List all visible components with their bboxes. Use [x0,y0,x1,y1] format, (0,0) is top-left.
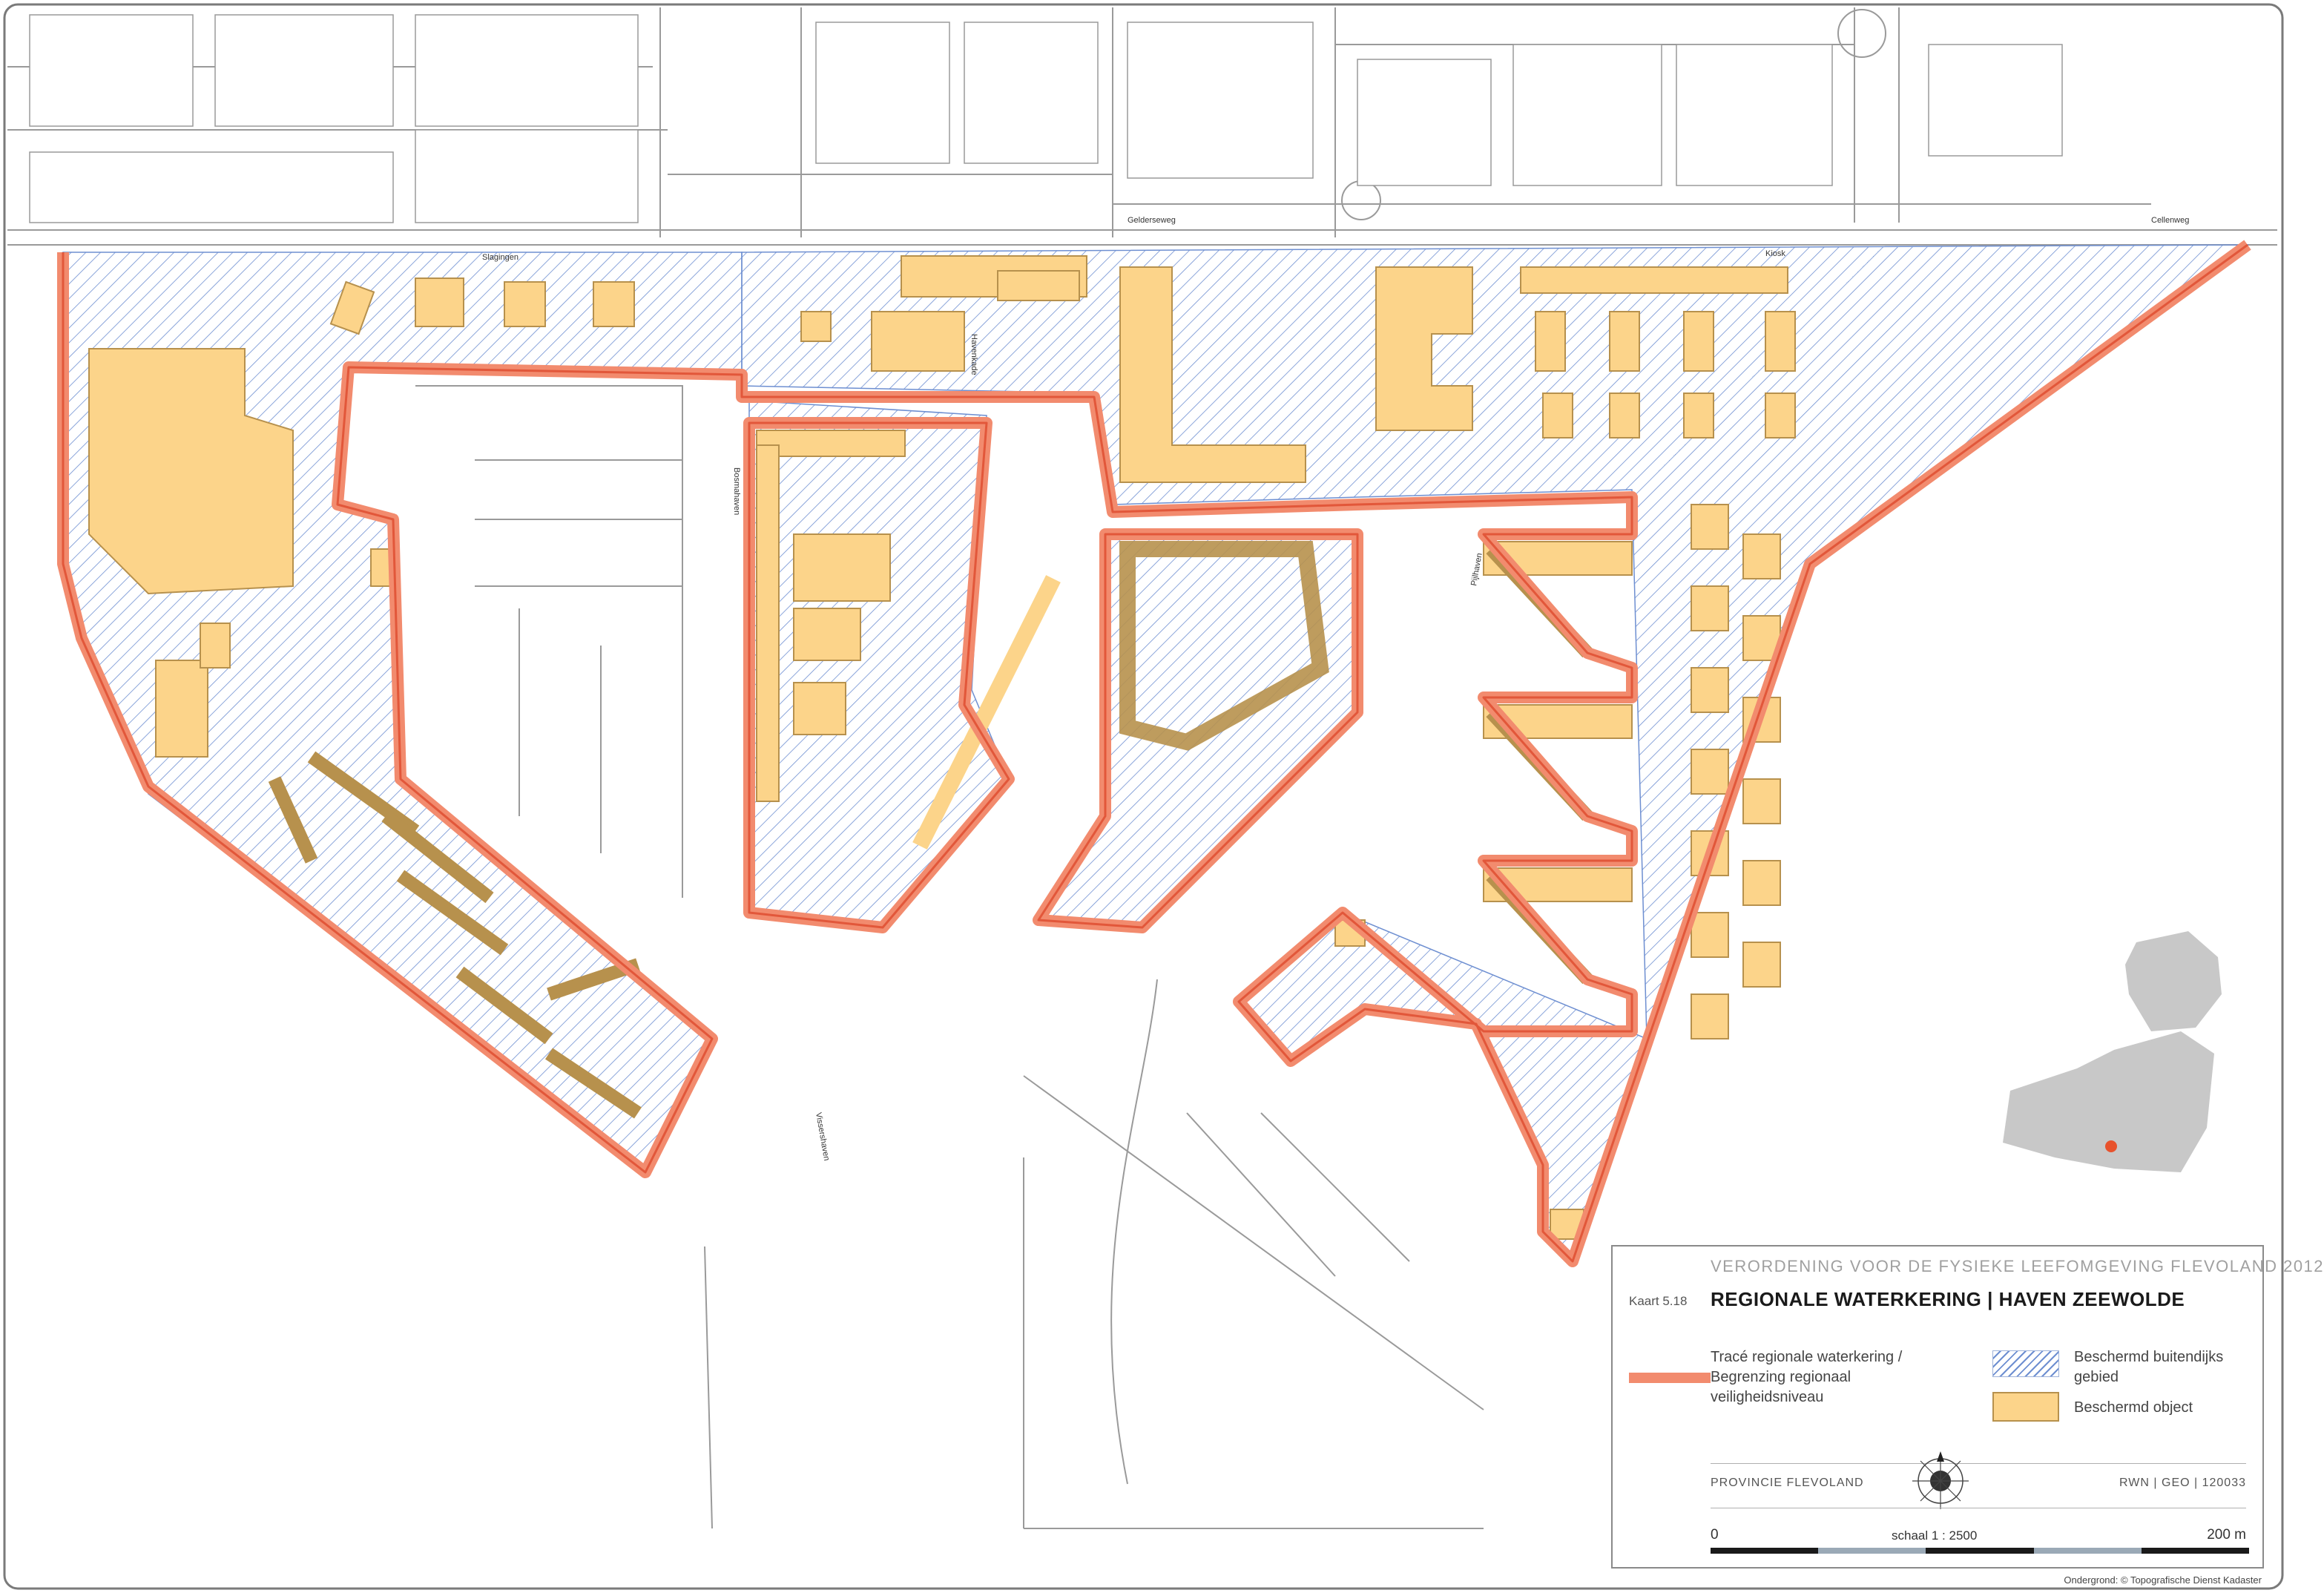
street-label-a: Slagingen [482,253,519,262]
street-label-d: Pijlhaven [1469,552,1484,586]
object-swatch [1992,1392,2059,1422]
upper-town-streets [7,7,2277,246]
map-credit: Ondergrond: © Topografische Dienst Kadas… [2064,1574,2262,1586]
street-label-e: Bosmahaven [732,467,741,515]
organisation-label: PROVINCIE FLEVOLAND [1711,1477,1864,1489]
legend-item-protected-area: Beschermd buitendijks gebied [2074,1349,2224,1385]
harbour-piers [415,385,1484,1529]
map-code: RWN | GEO | 120033 [2119,1477,2246,1489]
legend-header: VERORDENING VOOR DE FYSIEKE LEEFOMGEVING… [1711,1257,2324,1275]
street-label-h: Cellenweg [2151,216,2189,225]
scale-end: 200 m [2207,1527,2246,1543]
regional-water-barrier-line [57,240,2251,1267]
compass-rose-icon [1912,1451,1969,1509]
location-marker-icon [2105,1140,2117,1152]
hatch-swatch [1992,1350,2059,1377]
legend-divider [1711,1463,2246,1464]
map-number: Kaart 5.18 [1629,1294,1688,1308]
map-legend: VERORDENING VOOR DE FYSIEKE LEEFOMGEVING… [1611,1245,2323,1569]
flevoland-locator-map [2003,931,2222,1172]
map-title: REGIONALE WATERKERING | HAVEN ZEEWOLDE [1711,1288,2185,1310]
map-border [3,3,2284,1590]
upper-town-blocks [29,14,2063,223]
barrier-line-swatch [1629,1373,1711,1383]
protected-objects [88,255,1796,1240]
street-label-f: Vissershaven [814,1111,831,1161]
street-label-b: Gelderseweg [1128,216,1176,225]
scale-text: schaal 1 : 2500 [1892,1528,1978,1543]
street-label-g: Kiosk [1765,249,1785,258]
street-label-c: Havenkade [970,334,978,375]
legend-item-barrier: Tracé regionale waterkering / Begrenzing… [1711,1349,1903,1405]
legend-item-protected-object: Beschermd object [2074,1399,2193,1416]
scale-bar [1711,1548,2250,1554]
scale-start: 0 [1711,1527,1719,1543]
